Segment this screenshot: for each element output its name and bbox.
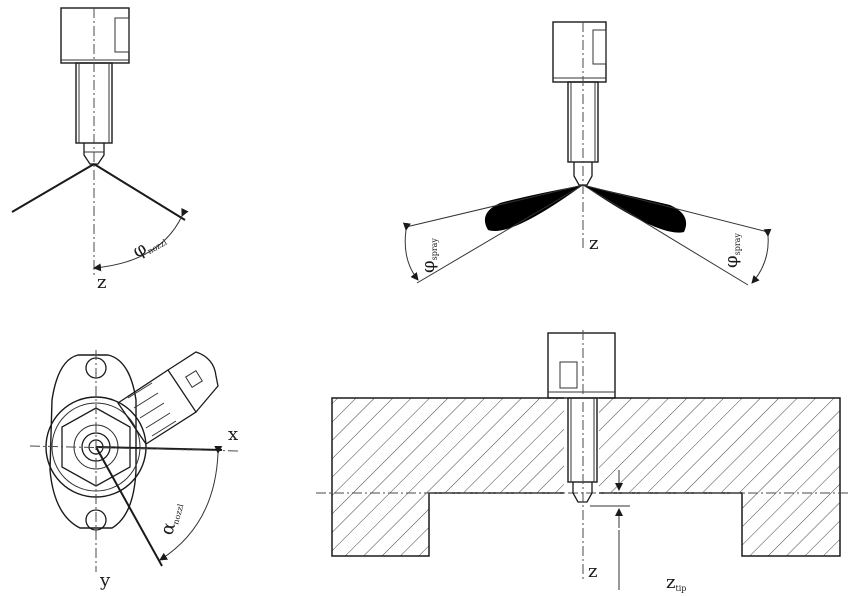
angle-symbol: φ (721, 255, 742, 268)
spray-edge-lines (11, 163, 186, 221)
tip-position-label: ztip (666, 572, 686, 593)
tip-subscript: tip (675, 584, 686, 593)
injector-connector (117, 351, 219, 445)
left-spray-plume (402, 184, 584, 284)
rotation-angle-arc (159, 445, 223, 561)
reference-axes (29, 350, 239, 572)
injector-body (552, 21, 607, 186)
z-axis-label: z (588, 561, 597, 582)
nozzle-angle-arc (93, 207, 189, 272)
right-spray-plume (582, 184, 772, 286)
tip-dimension (590, 470, 630, 590)
nozzle-angle-label: φnozzl (129, 227, 169, 262)
injector-body (60, 7, 130, 165)
rotation-angle-label: αnozzl (157, 499, 186, 537)
mounting-flange (49, 354, 137, 531)
panel-rotation-angle: αnozzl x y (29, 350, 239, 591)
right-spray-angle-label: φspray (721, 233, 742, 268)
y-axis-label: y (99, 570, 111, 591)
panel-tip-position: z ztip (316, 330, 848, 593)
panel-spray-angle: φspray φspray z (402, 21, 772, 286)
angle-symbol: α (157, 520, 180, 537)
angle-subscript: spray (733, 233, 742, 256)
x-axis-label: x (228, 424, 238, 445)
angle-subscript: spray (430, 238, 439, 261)
tip-symbol: z (666, 572, 675, 593)
angle-subscript: nozzl (171, 503, 185, 526)
cross-section-block (331, 397, 841, 557)
panel-nozzle-angle: φnozzl z (11, 7, 189, 293)
angle-symbol: φ (418, 260, 439, 273)
z-axis-label: z (97, 272, 106, 293)
angle-subscript: nozzl (146, 238, 169, 256)
left-spray-angle-label: φspray (418, 238, 439, 273)
z-axis-label: z (589, 233, 598, 254)
